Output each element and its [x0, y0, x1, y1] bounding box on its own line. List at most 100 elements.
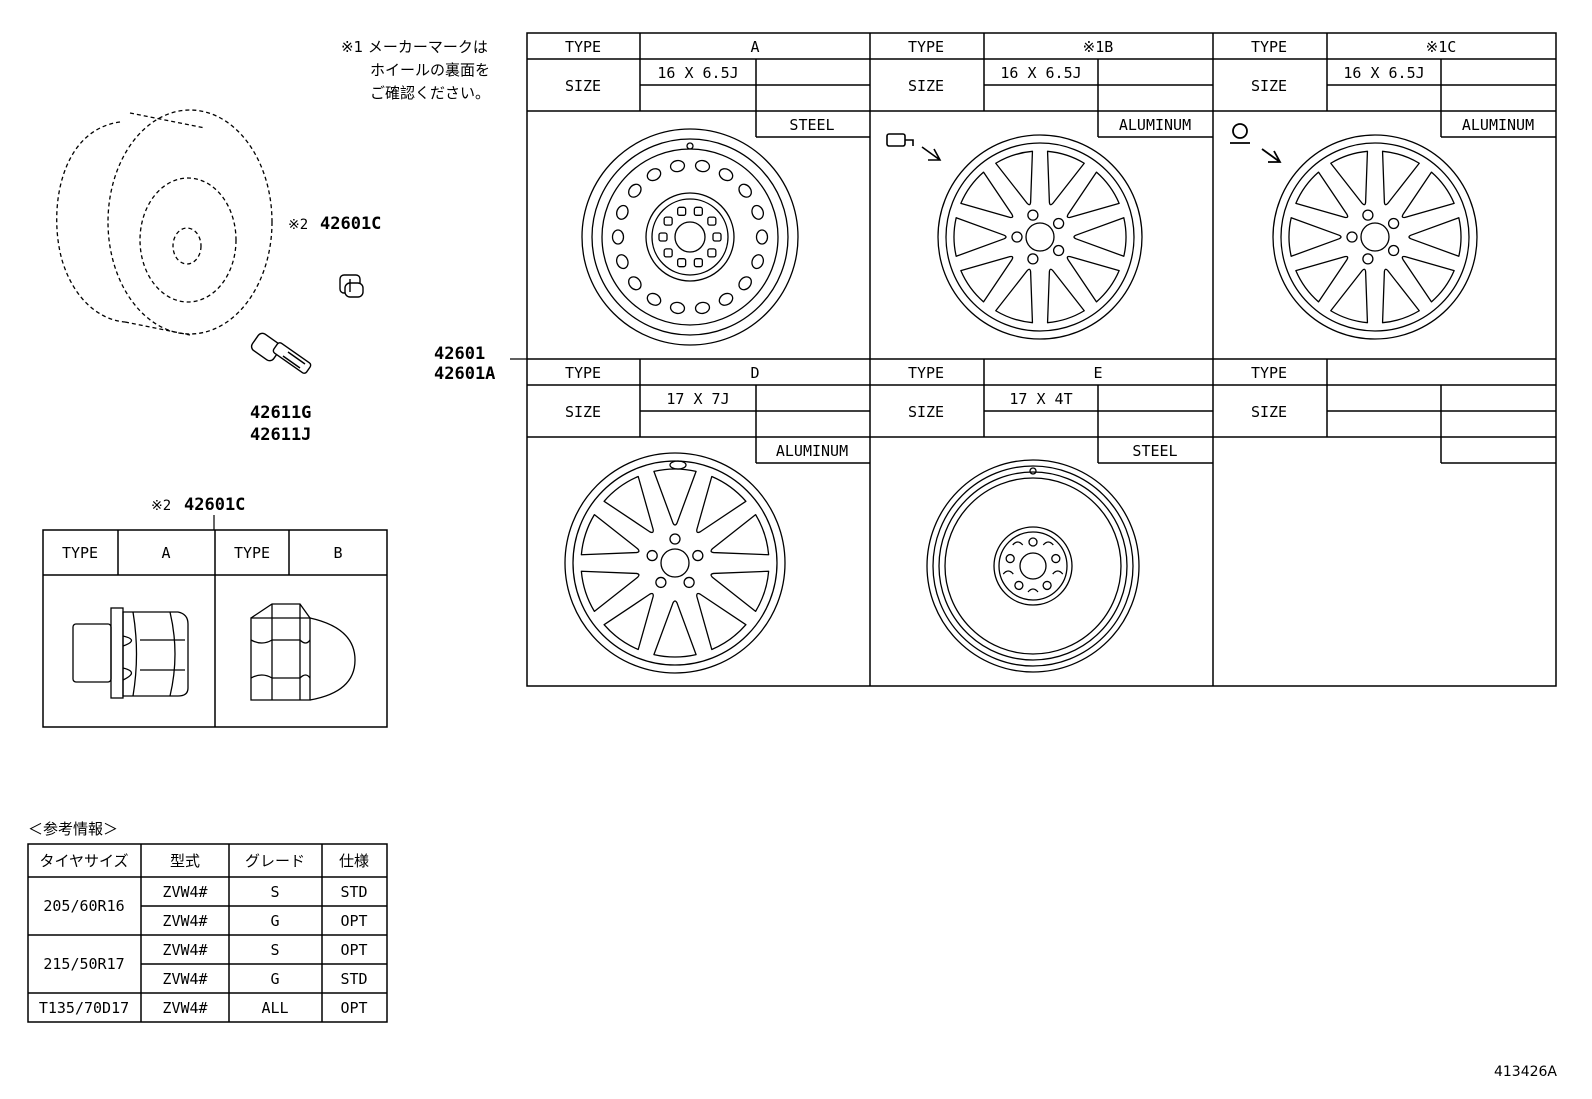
lug-hole	[1387, 217, 1400, 230]
spoke-window	[1288, 217, 1342, 257]
spoke-window	[653, 600, 697, 658]
ref-header-spec: 仕様	[339, 852, 369, 870]
spoke-window	[603, 592, 654, 651]
ref-spec: OPT	[340, 999, 367, 1017]
nut-type-a: A	[161, 544, 170, 562]
lug-hole	[1051, 553, 1061, 564]
spoke-window	[1066, 171, 1120, 219]
hub-rib	[1012, 541, 1024, 546]
maker-mark-note: ※1 メーカーマークは ホイールの裏面を ご確認ください。	[341, 38, 490, 102]
valve-stem-icon	[250, 332, 312, 374]
spoke-window	[1066, 255, 1120, 303]
valve-part-number-2: 42611J	[250, 425, 311, 445]
wheel-table-labels: TYPE A SIZE 16 X 6.5J STEEL TYPE ※1B SIZ…	[565, 38, 1534, 460]
lug-hole	[1362, 209, 1374, 221]
ref-model: ZVW4#	[162, 941, 207, 959]
size-label: SIZE	[1251, 403, 1287, 421]
vent-hole	[628, 276, 642, 291]
wheel-part-number-1: 42601	[434, 344, 485, 364]
spoke-window	[1046, 150, 1085, 206]
tire-illustration	[56, 109, 273, 336]
ref-tire-size: T135/70D17	[39, 999, 129, 1017]
size-label: SIZE	[565, 403, 601, 421]
hub-slot	[693, 206, 703, 216]
size-label: SIZE	[1251, 77, 1287, 95]
type-label: TYPE	[1251, 38, 1287, 56]
vent-hole	[615, 254, 629, 270]
lug-nut-mark: ※2	[288, 217, 308, 233]
spoke-window	[995, 268, 1034, 324]
vent-hole	[751, 204, 765, 220]
vent-hole	[755, 229, 769, 245]
hub-rib	[1052, 570, 1064, 575]
nut-table-labels: TYPE A TYPE B	[62, 544, 343, 562]
spoke-window	[1381, 268, 1420, 324]
size-value-d: 17 X 7J	[666, 390, 729, 408]
spoke-window	[696, 475, 747, 534]
material-e: STEEL	[1132, 442, 1177, 460]
spoke-window	[653, 468, 697, 526]
size-label: SIZE	[908, 77, 944, 95]
lug-hole	[1027, 253, 1039, 265]
spoke-window	[580, 570, 640, 613]
material-b: ALUMINUM	[1119, 116, 1191, 134]
nut-type-label: TYPE	[234, 544, 270, 562]
lug-hole	[1346, 231, 1358, 243]
hub-slot	[677, 206, 687, 216]
size-value-c: 16 X 6.5J	[1343, 64, 1424, 82]
spoke-window	[710, 570, 770, 613]
hub-rib	[1042, 541, 1054, 546]
ref-header-model: 型式	[170, 852, 200, 870]
ref-grade: ALL	[261, 999, 288, 1017]
ref-table	[27, 843, 388, 1023]
hub-slot	[712, 232, 722, 242]
hub-slot	[663, 216, 673, 226]
vent-hole	[694, 159, 711, 173]
lug-nut-icon	[339, 274, 364, 298]
nut-b-drawing	[250, 603, 356, 701]
nut-a-drawing	[72, 607, 189, 699]
spoke-window	[1401, 255, 1455, 303]
ref-header-tire: タイヤサイズ	[39, 852, 128, 870]
material-c: ALUMINUM	[1462, 116, 1534, 134]
lug-hole	[1011, 231, 1023, 243]
nut-type-label: TYPE	[62, 544, 98, 562]
illustration-code: 413426A	[1494, 1064, 1557, 1080]
ref-model: ZVW4#	[162, 883, 207, 901]
lug-hole	[683, 576, 695, 589]
lug-hole	[655, 576, 667, 589]
wheel-d-alloy-drawing	[564, 452, 786, 674]
lug-hole	[646, 549, 658, 562]
lug-hole	[1387, 244, 1400, 257]
size-value-b: 16 X 6.5J	[1000, 64, 1081, 82]
hub-slot	[658, 232, 668, 242]
type-value-e: E	[1093, 364, 1102, 382]
size-label: SIZE	[908, 403, 944, 421]
vent-hole	[738, 276, 752, 291]
vent-hole	[718, 168, 734, 182]
lug-nut-part-number: 42601C	[320, 214, 381, 234]
spoke-window	[995, 150, 1034, 206]
ref-model: ZVW4#	[162, 970, 207, 988]
vent-hole	[669, 159, 686, 173]
ref-header-grade: グレード	[245, 852, 305, 870]
nut-table-part-number: 42601C	[184, 495, 245, 515]
vent-hole	[718, 292, 734, 306]
lug-hole	[669, 533, 681, 545]
ref-model: ZVW4#	[162, 912, 207, 930]
type-label: TYPE	[908, 38, 944, 56]
ref-grade: G	[270, 912, 279, 930]
ref-tire-size: 205/60R16	[43, 897, 124, 915]
lug-hole	[1042, 580, 1052, 591]
ref-model: ZVW4#	[162, 999, 207, 1017]
vent-hole	[694, 301, 711, 315]
material-a: STEEL	[789, 116, 834, 134]
wheel-c-alloy-drawing	[1272, 134, 1478, 340]
vent-hole	[669, 301, 686, 315]
spoke-window	[1330, 150, 1369, 206]
hub-slot	[663, 248, 673, 258]
lug-hole	[1052, 217, 1065, 230]
type-value-c: ※1C	[1426, 38, 1457, 56]
type-label: TYPE	[908, 364, 944, 382]
